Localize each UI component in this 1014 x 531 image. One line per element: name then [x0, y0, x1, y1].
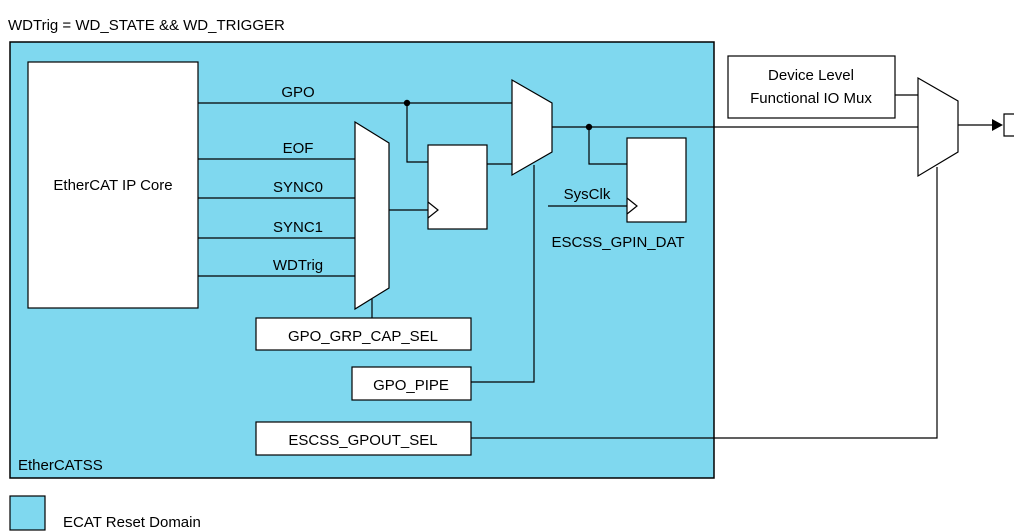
- caption: WDTrig = WD_STATE && WD_TRIGGER: [8, 17, 285, 34]
- pipe-mux: [511, 78, 553, 177]
- domain-label: EtherCATSS: [18, 457, 103, 474]
- sync0-label: SYNC0: [273, 179, 323, 196]
- escss-gpout-sel-register: [255, 421, 472, 456]
- device-io-mux-box: [727, 55, 896, 119]
- capture-mux: [354, 120, 390, 311]
- io-mux-line1: Device Level: [768, 67, 854, 84]
- gpin-ff-clock-icon: [626, 197, 638, 215]
- gpo-grp-cap-sel-label: GPO_GRP_CAP_SEL: [288, 328, 438, 345]
- wdtrig-label: WDTrig: [273, 257, 323, 274]
- gpout-sel-control-wire: [471, 167, 938, 439]
- legend-swatch: [9, 495, 46, 531]
- io-mux-line2: Functional IO Mux: [750, 90, 872, 107]
- pin-box: [1003, 113, 1014, 137]
- capture-flip-flop: [427, 144, 488, 230]
- capture-ff-clock-icon: [427, 201, 439, 219]
- eof-label: EOF: [283, 140, 314, 157]
- gpo-pipe-control-wire: [471, 165, 535, 383]
- gpo-label: GPO: [281, 84, 314, 101]
- output-mux: [917, 76, 959, 178]
- sync1-label: SYNC1: [273, 219, 323, 236]
- legend-label: ECAT Reset Domain: [63, 514, 201, 531]
- gpo-grp-cap-sel-register: [255, 317, 472, 351]
- gpo-pipe-register: [351, 366, 472, 401]
- sysclk-label: SysClk: [564, 186, 611, 203]
- ip-core-label: EtherCAT IP Core: [53, 177, 172, 194]
- escss-gpout-sel-label: ESCSS_GPOUT_SEL: [288, 432, 437, 449]
- gpin-dat-flip-flop: [626, 137, 687, 223]
- output-arrow-icon: [992, 119, 1003, 131]
- escss-gpin-dat-label: ESCSS_GPIN_DAT: [551, 234, 684, 251]
- gpo-to-ff-wire: [406, 103, 428, 163]
- ethercat-ip-core: [27, 61, 199, 309]
- gpin-tap-wire: [588, 127, 627, 165]
- gpo-pipe-label: GPO_PIPE: [373, 377, 449, 394]
